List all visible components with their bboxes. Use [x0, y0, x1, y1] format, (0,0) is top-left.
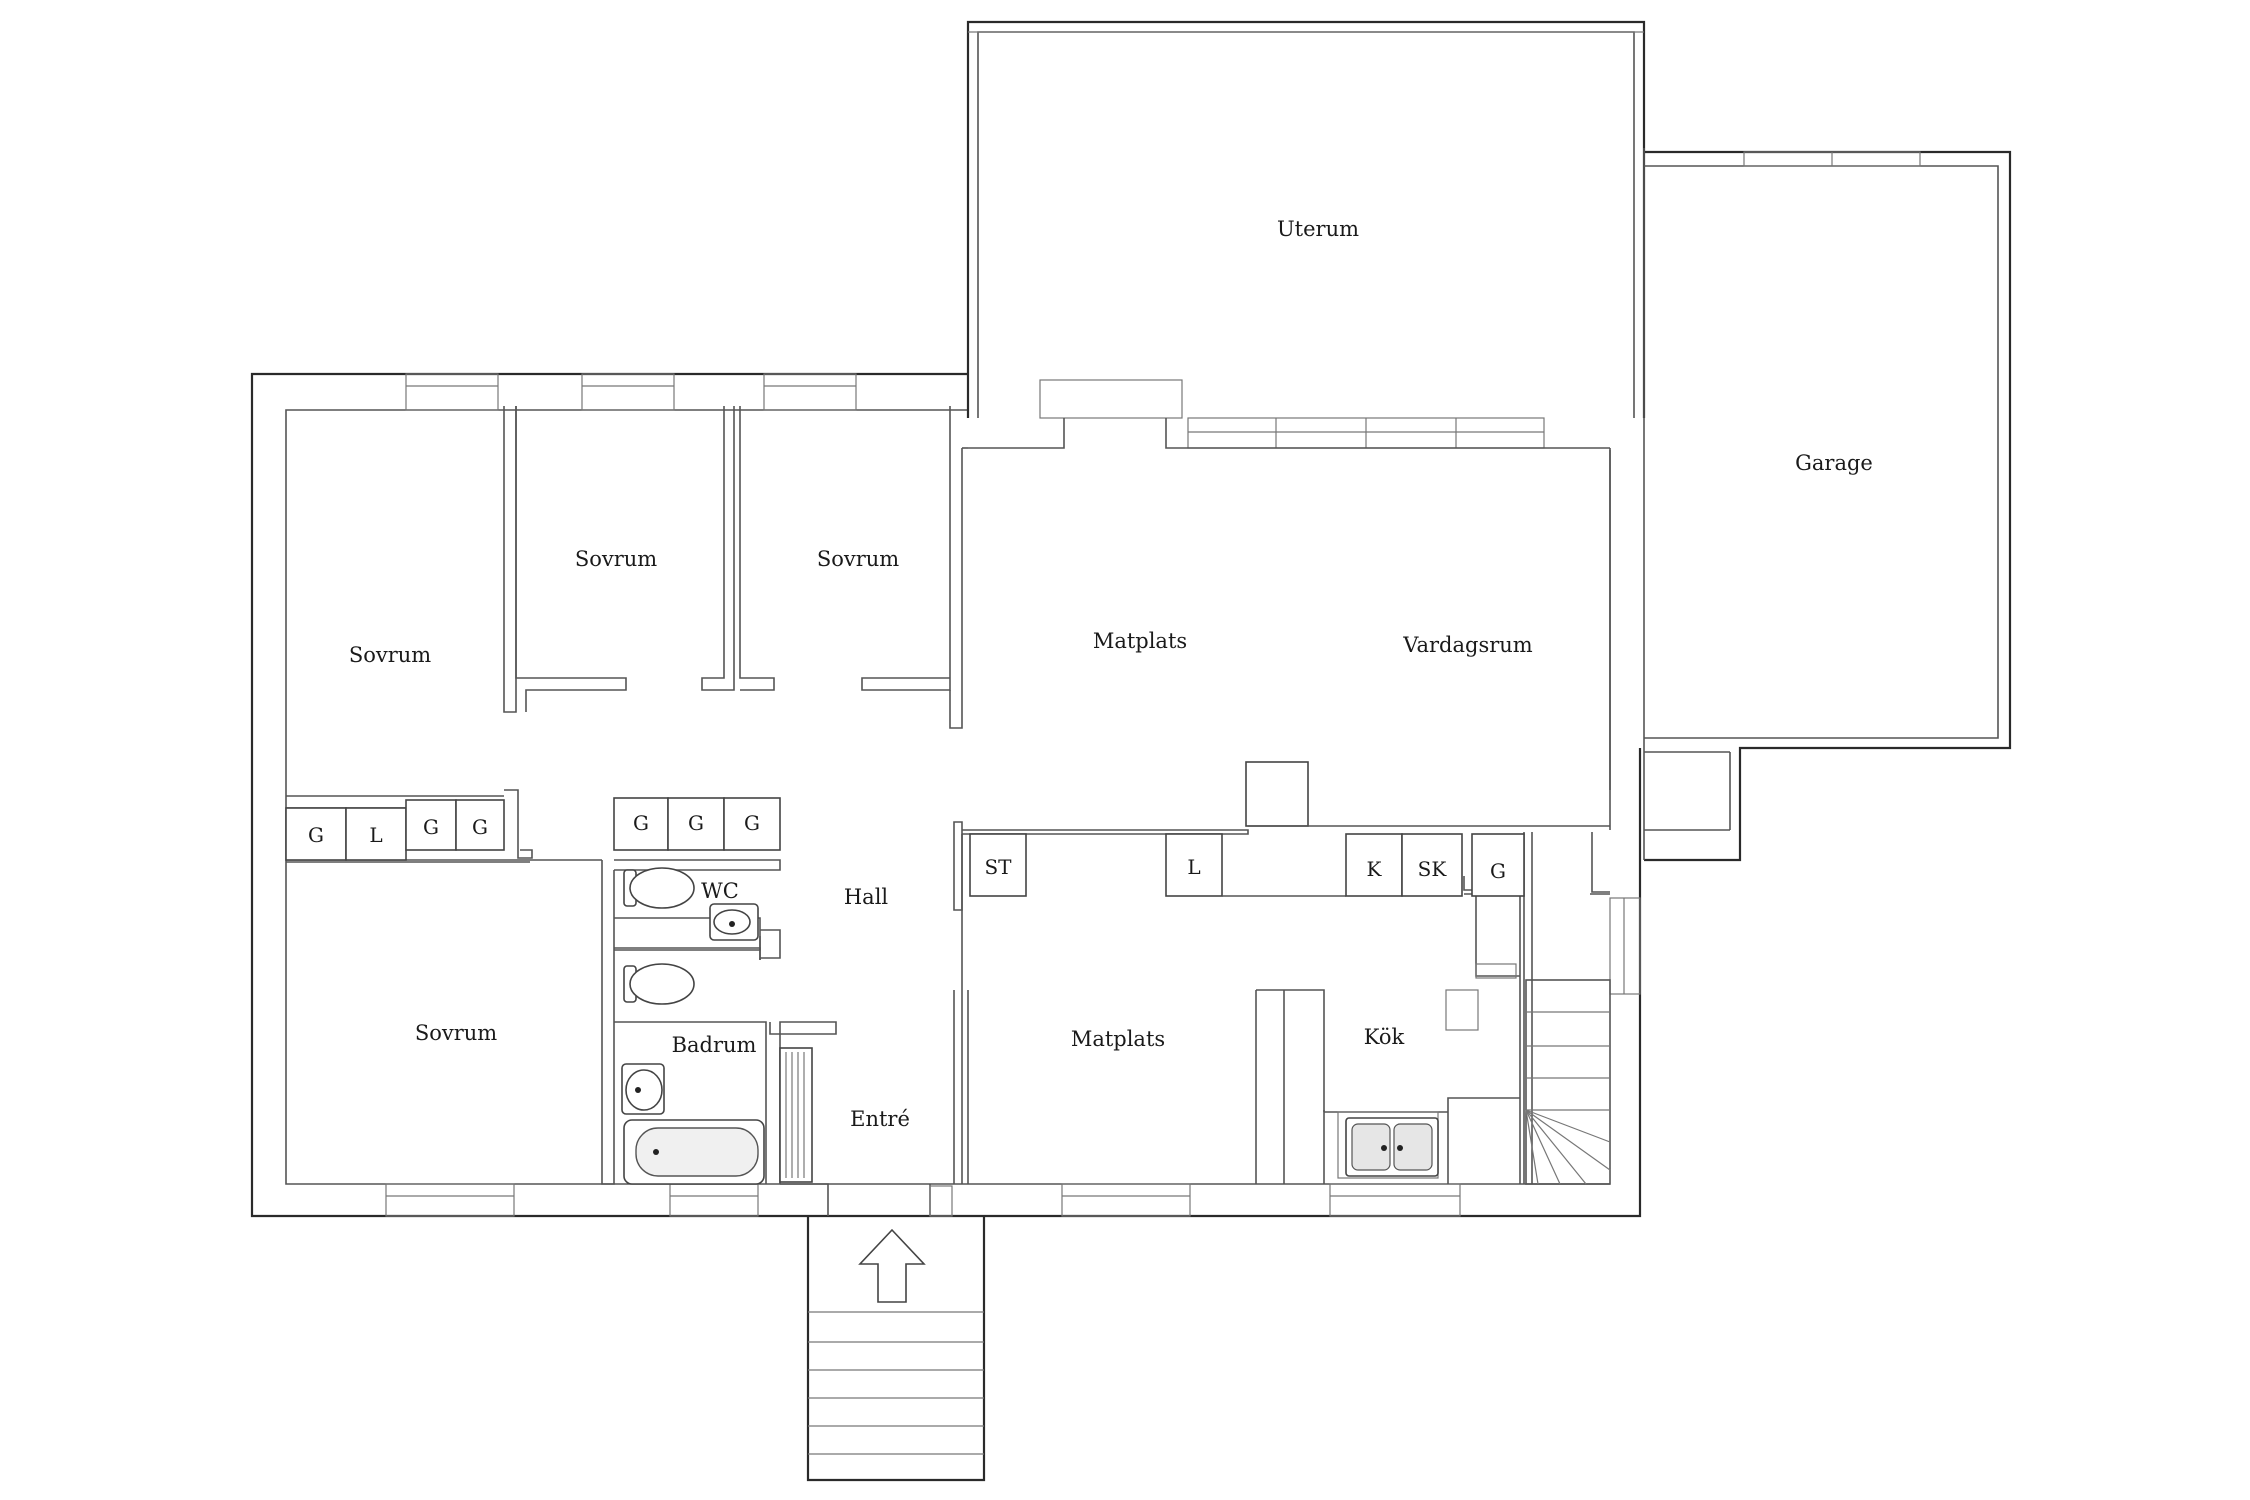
- cabinet-l-label: L: [1187, 855, 1200, 879]
- wardrobe-label: G: [688, 811, 704, 835]
- wardrobe-label: G: [308, 823, 324, 847]
- room-label-matplats-bottom: Matplats: [1071, 1027, 1165, 1051]
- cabinet-st-label: ST: [984, 855, 1012, 879]
- wardrobe-group-middle: G G G: [613, 797, 781, 851]
- fridge-label: K: [1367, 857, 1383, 881]
- toilet-icon: [623, 867, 695, 909]
- bathroom-fixtures: [621, 867, 813, 1185]
- wardrobe-label: G: [633, 811, 649, 835]
- room-label-sovrum-top2: Sovrum: [817, 547, 899, 571]
- windows: [385, 151, 1921, 1217]
- bathtub-icon: [623, 1119, 765, 1185]
- room-label-entre: Entré: [850, 1107, 910, 1131]
- kitchen-sink-icon: [1345, 1117, 1439, 1177]
- staircase-interior: [1525, 979, 1611, 1185]
- room-label-sovrum-bottom: Sovrum: [415, 1021, 497, 1045]
- entrance-stairs: [806, 1216, 986, 1482]
- room-label-kok: Kök: [1364, 1025, 1405, 1049]
- room-label-garage: Garage: [1795, 451, 1873, 475]
- freezer-label: SK: [1418, 857, 1448, 881]
- room-label-sovrum-top1: Sovrum: [575, 547, 657, 571]
- wardrobe-label: G: [744, 811, 760, 835]
- wardrobe-label: G: [472, 815, 488, 839]
- toilet-icon: [623, 963, 695, 1005]
- room-label-matplats-top: Matplats: [1093, 629, 1187, 653]
- room-labels: Uterum Garage Sovrum Sovrum Sovrum Sovru…: [349, 217, 1873, 1131]
- room-label-hall: Hall: [844, 885, 889, 909]
- up-arrow-icon: [858, 1228, 926, 1303]
- room-label-badrum: Badrum: [672, 1033, 757, 1057]
- wardrobe-group-left: G L G G: [285, 799, 505, 861]
- radiator-icon: [779, 1047, 813, 1183]
- sink-icon: [621, 1063, 665, 1115]
- room-label-vardagsrum: Vardagsrum: [1402, 633, 1533, 657]
- wardrobe-label: G: [423, 815, 439, 839]
- room-label-wc: WC: [701, 879, 739, 903]
- kitchen-cabinets: ST L K SK G: [969, 833, 1525, 1179]
- sink-icon: [709, 903, 759, 941]
- linen-closet-label: L: [369, 823, 382, 847]
- room-label-sovrum-left: Sovrum: [349, 643, 431, 667]
- kitchen-wardrobe-label: G: [1490, 859, 1506, 883]
- room-label-uterum: Uterum: [1277, 217, 1359, 241]
